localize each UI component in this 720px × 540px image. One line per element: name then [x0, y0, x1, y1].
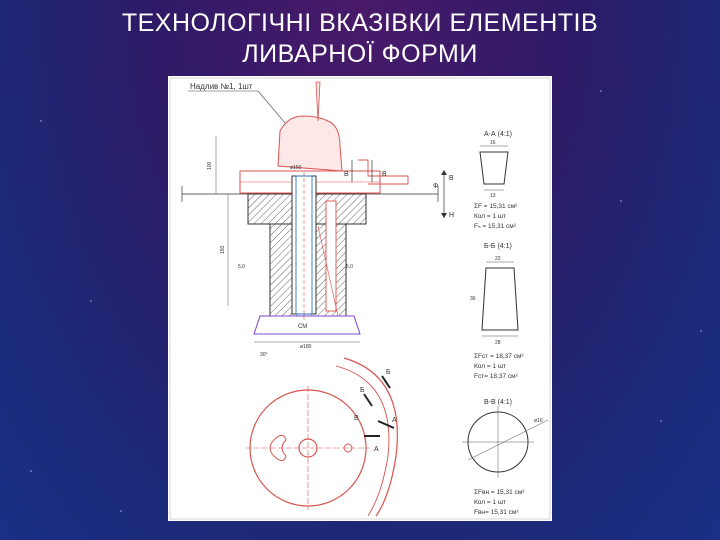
- label-n-bottom: Н: [449, 212, 454, 219]
- section-bb-title: Б-Б (4:1): [484, 243, 512, 250]
- section-vv-title: В-В (4:1): [484, 399, 512, 406]
- title-line-2: ЛИВАРНОЇ ФОРМИ: [242, 40, 478, 68]
- dim-top-diameter: ø150: [290, 165, 302, 171]
- label-cut-a2: А: [392, 417, 397, 424]
- curved-runner: [343, 357, 398, 517]
- section-vv-sum: ΣFвн = 15,31 см²: [474, 489, 525, 496]
- dim-bottom-diameter: ø180: [300, 344, 312, 350]
- plan-view-riser: [269, 434, 287, 462]
- section-aa-title: А-А (4:1): [484, 131, 512, 138]
- sprue-rod: [315, 81, 321, 122]
- label-cut-a1: А: [374, 446, 379, 453]
- section-bb-shape: [481, 267, 519, 331]
- section-bb-sum: ΣFст = 18,37 см²: [474, 353, 524, 360]
- section-aa-shape: [479, 151, 509, 185]
- label-cut-b1: Б: [386, 369, 391, 376]
- dim-angle: 30°: [260, 352, 268, 358]
- section-aa-dim-top: 16: [490, 140, 496, 146]
- dim-left-100: 100: [207, 161, 213, 170]
- section-bb-dim-bottom: 28: [495, 340, 501, 346]
- note-left: 5,0: [238, 264, 245, 270]
- label-b1: В: [344, 171, 349, 178]
- casting-mold-drawing: Надлив №1, 1шт Ф В Н В В: [169, 77, 551, 520]
- drawing-frame: [169, 77, 551, 520]
- technical-drawing-sheet: Надлив №1, 1шт Ф В Н В В: [168, 76, 552, 521]
- section-vv-count: Кол = 1 шт: [474, 499, 506, 506]
- title-line-1: ТЕХНОЛОГІЧНІ ВКАЗІВКИ ЕЛЕМЕНТІВ: [121, 9, 599, 37]
- section-bb-dim-side: 36: [470, 296, 476, 302]
- section-aa-f: Fₙ = 15,31 см²: [474, 223, 517, 230]
- slide-title: ТЕХНОЛОГІЧНІ ВКАЗІВКИ ЕЛЕМЕНТІВ ЛИВАРНОЇ…: [60, 8, 660, 70]
- label-bottom-mark: СМ: [298, 324, 307, 330]
- label-cut-b2: Б: [360, 387, 365, 394]
- side-runner: [325, 200, 337, 312]
- section-bb-count: Кол = 1 шт: [474, 363, 506, 370]
- cut-marker-b: [381, 375, 391, 389]
- gating-channel: [358, 159, 409, 185]
- label-b2: В: [382, 171, 387, 178]
- riser-outline: [277, 115, 343, 172]
- section-vv-dim: ø16: [534, 418, 543, 424]
- callout-label: Надлив №1, 1шт: [190, 82, 253, 91]
- section-vv-f: Fвн= 15,31 см²: [474, 509, 519, 516]
- label-v-top: В: [449, 175, 454, 182]
- section-bb-f: Fст= 18,37 см²: [474, 373, 519, 380]
- note-right: 5,0: [346, 264, 353, 270]
- section-bb-dim-top: 22: [495, 256, 501, 262]
- label-cut-v: В: [354, 415, 359, 422]
- section-aa-sum: ΣF = 15,31 см²: [474, 203, 518, 210]
- dim-left-150: 150: [220, 245, 226, 254]
- label-phi: Ф: [433, 183, 438, 190]
- bottom-pattern: [253, 315, 361, 335]
- section-aa-count: Кол = 1 шт: [474, 213, 506, 220]
- section-aa-dim-bottom: 13: [490, 193, 496, 199]
